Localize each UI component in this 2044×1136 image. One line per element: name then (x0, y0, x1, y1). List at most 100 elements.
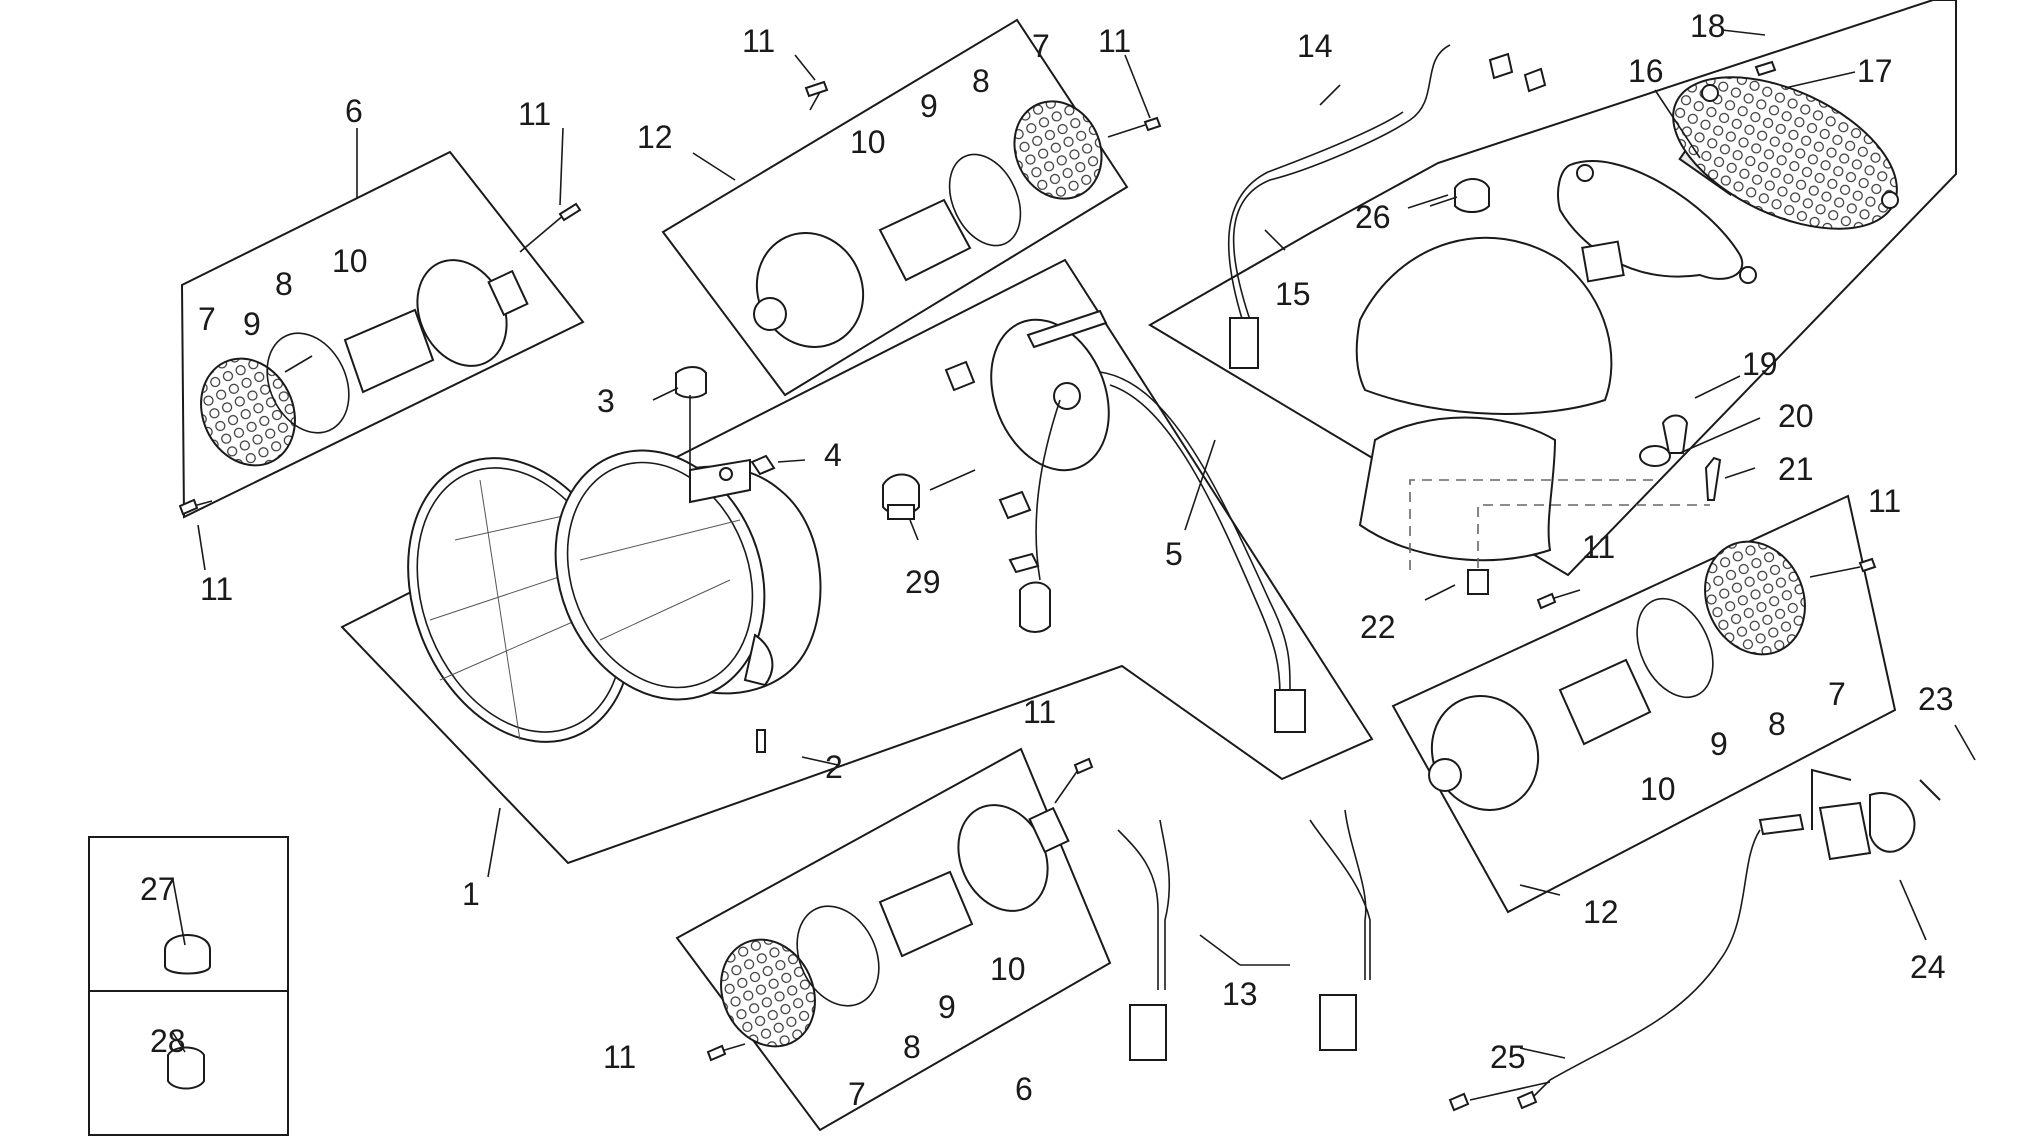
indicator-bulb-holder (343, 308, 435, 394)
callout-10a: 10 (332, 243, 368, 279)
callout-8d: 8 (903, 1029, 921, 1065)
callout-12a: 12 (637, 119, 673, 155)
leader-lines (172, 29, 1976, 1059)
callout-9a: 9 (243, 306, 261, 342)
plate-light-lens (1869, 792, 1916, 853)
headlight-clip (750, 454, 776, 476)
callout-5: 5 (1165, 536, 1183, 572)
callout-21: 21 (1778, 451, 1814, 487)
callout-11a: 11 (518, 96, 551, 132)
callout-8b: 8 (972, 63, 990, 99)
headlight-wiring-harness (1099, 371, 1291, 693)
callout-19: 19 (1742, 346, 1778, 382)
indicator-gasket (266, 332, 350, 434)
plate-light-assembly (1448, 792, 1916, 1112)
headlight-assembly (407, 309, 1306, 753)
indicator-gasket (1636, 597, 1714, 699)
callout-29: 29 (905, 564, 941, 600)
callout-11c: 11 (742, 23, 775, 59)
tail-light-washer (1639, 445, 1671, 467)
bulb-27 (164, 934, 211, 975)
callout-13: 13 (1222, 976, 1258, 1012)
frame-bulb-box (88, 836, 289, 1136)
tail-light-screw-21 (1704, 456, 1722, 501)
callout-14: 14 (1297, 28, 1333, 64)
frame-indicator-bottom (675, 747, 1112, 1132)
headlight-cover (990, 318, 1110, 472)
callout-1: 1 (462, 876, 480, 912)
callout-7d: 7 (848, 1076, 866, 1112)
indicator-housing (755, 232, 865, 348)
callout-11d: 11 (1098, 23, 1131, 59)
frame-indicator-right (1391, 494, 1897, 914)
tail-light-bulb (1454, 178, 1490, 213)
indicator-bulb-holder (1558, 658, 1652, 746)
frame-indicator-top-center (661, 18, 1129, 397)
plate-light-cable (1549, 829, 1761, 1081)
callout-18: 18 (1690, 8, 1726, 44)
indicator-gasket (948, 153, 1022, 247)
indicator-assembly-right (1428, 540, 1877, 811)
bulb-28 (167, 1046, 205, 1090)
callout-labels: 1 2 3 4 5 6 6 7 7 7 7 8 8 8 8 9 9 9 9 10… (140, 8, 1954, 1112)
callout-16: 16 (1628, 53, 1664, 89)
callout-7c: 7 (1828, 676, 1846, 712)
callout-10c: 10 (1640, 771, 1676, 807)
plate-light-bracket (1818, 801, 1872, 861)
callout-17: 17 (1857, 53, 1893, 89)
indicator-wires (1117, 809, 1371, 1061)
frame-tail-light (1148, 0, 1957, 577)
callout-24: 24 (1910, 949, 1946, 985)
callout-11g: 11 (1023, 694, 1056, 730)
tail-light-body (1355, 236, 1613, 415)
callout-4: 4 (824, 437, 842, 473)
callout-22: 22 (1360, 609, 1396, 645)
tail-light-screw-19 (1661, 414, 1689, 454)
tail-light-assembly (1227, 44, 1899, 595)
callout-10d: 10 (990, 951, 1026, 987)
callout-11b: 11 (200, 571, 233, 607)
callout-11e: 11 (1582, 529, 1615, 565)
callout-12b: 12 (1583, 894, 1619, 930)
callout-11h: 11 (603, 1039, 636, 1075)
callout-8a: 8 (275, 266, 293, 302)
callout-27: 27 (140, 871, 176, 907)
callout-9c: 9 (1710, 726, 1728, 762)
frame-headlight (340, 258, 1374, 865)
callout-10b: 10 (850, 124, 886, 160)
tail-light-nut (1467, 569, 1489, 595)
indicator-lens (1013, 100, 1103, 200)
frame-plate-light (1811, 768, 1852, 830)
headlight-screw-2 (756, 729, 766, 753)
indicator-housing (1430, 695, 1540, 811)
rubber-grommet (675, 366, 707, 399)
indicator-assembly-bottom (706, 757, 1094, 1062)
tail-light-screw-18 (1754, 60, 1777, 77)
callout-11f: 11 (1868, 483, 1901, 519)
callout-6a: 6 (345, 93, 363, 129)
indicator-lens (720, 938, 816, 1048)
callout-6b: 6 (1015, 1071, 1033, 1107)
indicator-lens (200, 357, 296, 467)
callout-23: 23 (1918, 681, 1954, 717)
callout-28: 28 (150, 1023, 186, 1059)
callout-9b: 9 (920, 88, 938, 124)
callout-7b: 7 (1032, 28, 1050, 64)
indicator-bulb-holder (878, 870, 974, 958)
callout-9d: 9 (938, 989, 956, 1025)
tail-light-cable (1232, 44, 1451, 321)
indicator-bulb-holder (878, 198, 972, 282)
callout-15: 15 (1275, 276, 1311, 312)
callout-8c: 8 (1768, 706, 1786, 742)
callout-3: 3 (597, 383, 615, 419)
indicator-gasket (796, 905, 880, 1007)
indicator-lens (1704, 540, 1806, 656)
indicator-assembly-top-center (753, 80, 1162, 348)
callout-25: 25 (1490, 1039, 1526, 1075)
callout-7a: 7 (198, 301, 216, 337)
frame-indicator-left-upper (180, 150, 585, 519)
callout-2: 2 (825, 749, 843, 785)
callout-20: 20 (1778, 398, 1814, 434)
frame-plate-light-right (1919, 779, 1941, 801)
